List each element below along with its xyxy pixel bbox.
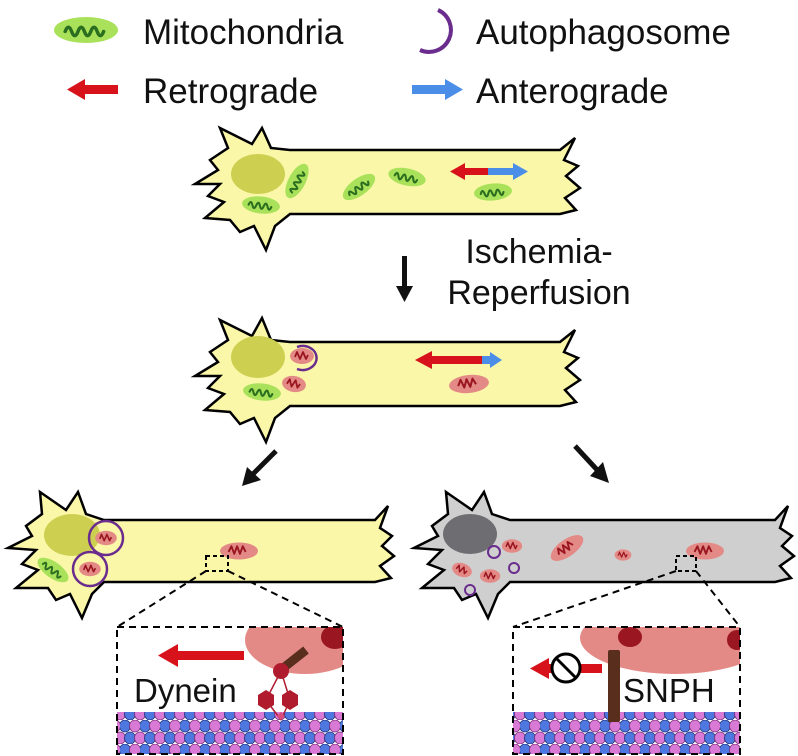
inset-snph: SNPH <box>512 626 741 755</box>
branch-arrow-left-icon <box>242 449 278 486</box>
nucleus <box>231 336 285 378</box>
nucleus <box>44 514 100 556</box>
legend-mitochondria-label: Mitochondria <box>143 13 344 52</box>
retrograde-arrow-icon <box>415 351 482 369</box>
legend-retrograde-arrow-icon <box>67 79 118 100</box>
inset-dynein: Dynein <box>116 626 344 755</box>
damaged-mitochondrion <box>501 538 523 554</box>
autophagosome-icon <box>508 562 520 574</box>
autophagosome-icon <box>87 519 125 557</box>
damaged-mitochondrion <box>94 529 118 547</box>
cristae-closeup <box>727 630 740 650</box>
neuron-injured <box>190 315 583 446</box>
legend-anterograde-arrow-icon <box>412 79 463 100</box>
neuron-left-outcome <box>3 489 397 622</box>
anterograde-arrow-icon <box>482 352 502 368</box>
dynein-motor-icon <box>282 690 298 710</box>
autophagosome-icon <box>71 550 109 588</box>
legend-anterograde-label: Anterograde <box>476 72 669 111</box>
retrograde-arrow-icon <box>450 163 488 180</box>
neuron-left-body <box>3 489 397 622</box>
legend: Mitochondria Autophagosome Retrograde An… <box>52 8 731 111</box>
damaged-mitochondrion <box>78 560 102 578</box>
legend-autophagosome-label: Autophagosome <box>476 13 731 52</box>
inset-left-label: Dynein <box>134 672 237 709</box>
legend-autophagosome-icon <box>419 8 453 54</box>
neuron-injured-body <box>190 315 583 446</box>
microtubule <box>513 712 740 754</box>
neuron-right-outcome <box>409 489 797 622</box>
snph-anchor-icon <box>608 650 620 722</box>
autophagosome-icon <box>487 545 501 559</box>
neuron-right-body <box>409 489 797 622</box>
neuron-healthy <box>190 125 583 254</box>
damaged-mitochondrion <box>219 541 259 561</box>
damaged-mitochondrion <box>479 568 501 584</box>
damaged-mitochondrion <box>289 347 315 365</box>
transition-arrow-icon <box>396 256 413 302</box>
zoom-region-box <box>205 555 229 572</box>
cristae-closeup <box>321 627 343 649</box>
zoom-guides <box>116 570 741 628</box>
nucleus <box>443 514 497 554</box>
neuron-healthy-body <box>190 125 583 254</box>
zoom-region-box <box>675 555 697 572</box>
mitochondrion-closeup <box>245 627 343 674</box>
nucleus <box>231 154 285 194</box>
legend-mitochondria-icon <box>52 15 120 45</box>
cristae-closeup <box>618 627 642 647</box>
transition-label-line2: Reperfusion <box>447 274 630 312</box>
autophagosome-icon <box>296 344 318 372</box>
inset-right-label: SNPH <box>623 672 715 709</box>
damaged-mitochondrion <box>613 548 633 562</box>
transition-label-line1: Ischemia- <box>465 233 612 271</box>
microtubule <box>117 712 343 754</box>
autophagosome-icon <box>464 584 476 596</box>
retrograde-arrow-icon <box>158 644 244 667</box>
anterograde-arrow-icon <box>488 163 528 180</box>
branch-arrow-right-icon <box>573 444 609 483</box>
dynein-motor-icon <box>258 690 274 710</box>
blocked-retrograde-arrow-icon <box>530 652 602 684</box>
legend-retrograde-label: Retrograde <box>143 72 318 111</box>
